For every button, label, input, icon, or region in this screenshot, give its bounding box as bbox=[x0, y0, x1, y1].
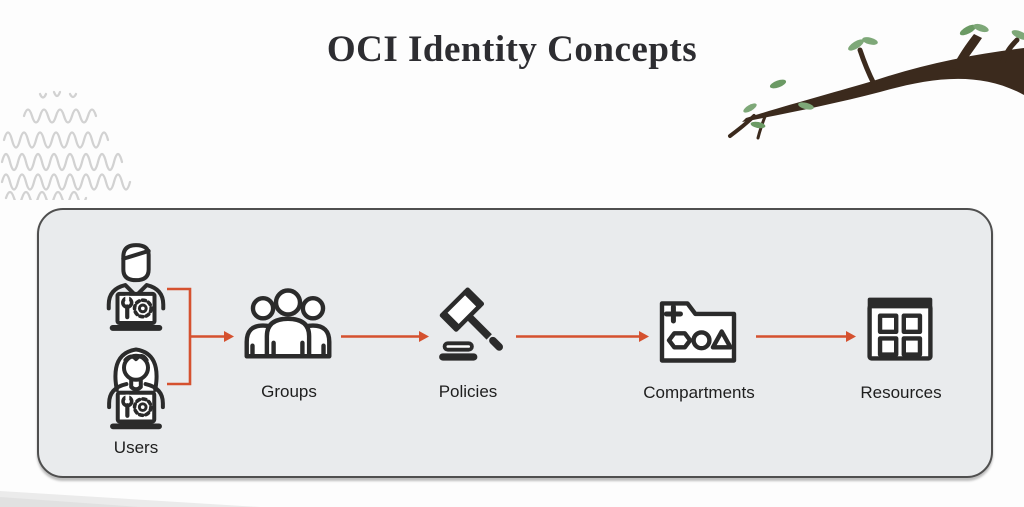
identity-flow-panel: Users Groups Policies bbox=[37, 208, 993, 478]
node-label-groups: Groups bbox=[261, 382, 317, 401]
leaf-icons bbox=[743, 23, 1024, 129]
gavel-icon bbox=[439, 285, 511, 361]
branch-fork bbox=[952, 34, 982, 70]
node-label-policies: Policies bbox=[438, 382, 498, 401]
squiggle-decoration bbox=[0, 60, 210, 200]
node-label-users: Users bbox=[113, 438, 159, 457]
application-window-grid-icon bbox=[862, 297, 938, 366]
folder-with-shapes-icon bbox=[654, 292, 742, 364]
branch-wood bbox=[742, 48, 1024, 122]
node-label-resources: Resources bbox=[860, 383, 942, 402]
page-title: OCI Identity Concepts bbox=[326, 29, 698, 70]
three-people-icon bbox=[240, 288, 336, 365]
node-label-compartments: Compartments bbox=[643, 383, 755, 402]
branch-twigs bbox=[730, 40, 1017, 138]
woman-with-laptop-icon bbox=[99, 338, 173, 430]
bottom-left-wedge-decoration bbox=[0, 491, 260, 507]
man-with-laptop-icon bbox=[99, 238, 173, 331]
tree-branch-decoration bbox=[724, 23, 1024, 165]
